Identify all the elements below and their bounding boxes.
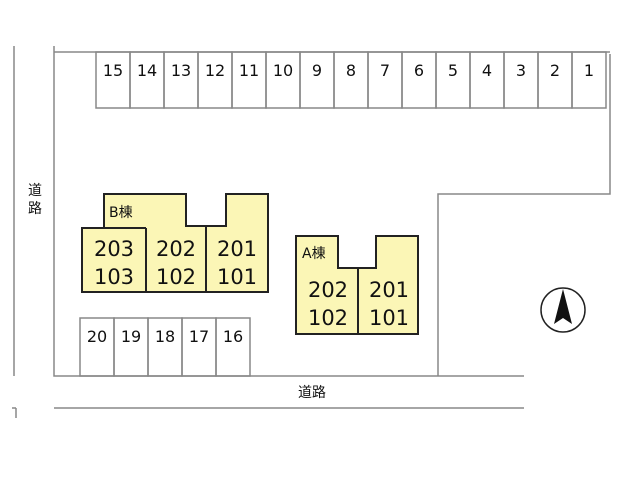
parking-number-5: 5 <box>448 61 458 80</box>
parking-number-12: 12 <box>205 61 225 80</box>
site-boundary-right <box>437 54 611 376</box>
parking-number-7: 7 <box>380 61 390 80</box>
parking-number-10: 10 <box>273 61 293 80</box>
building-b-label: B棟 <box>109 205 133 221</box>
unit-a-202: 202 <box>308 278 348 302</box>
parking-number-4: 4 <box>482 61 492 80</box>
parking-number-16: 16 <box>223 327 243 346</box>
unit-a-201: 201 <box>369 278 409 302</box>
parking-number-20: 20 <box>87 327 107 346</box>
site-boundary <box>53 46 524 377</box>
parking-number-11: 11 <box>239 61 259 80</box>
road-label-left-2: 路 <box>28 201 42 217</box>
parking-number-17: 17 <box>189 327 209 346</box>
parking-number-9: 9 <box>312 61 322 80</box>
parking-number-2: 2 <box>550 61 560 80</box>
unit-b-103: 103 <box>94 265 134 289</box>
parking-number-15: 15 <box>103 61 123 80</box>
parking-number-6: 6 <box>414 61 424 80</box>
unit-b-101: 101 <box>217 265 257 289</box>
building-a: A棟 202 201 102 101 <box>295 235 419 335</box>
north-arrow-icon <box>540 287 586 333</box>
unit-b-102: 102 <box>156 265 196 289</box>
unit-a-102: 102 <box>308 306 348 330</box>
parking-top-stall <box>571 51 607 109</box>
parking-row-bottom: 20 19 18 17 16 <box>79 317 251 377</box>
unit-b-203: 203 <box>94 237 134 261</box>
parking-number-1: 1 <box>584 61 594 80</box>
parking-bottom-stall <box>215 317 251 377</box>
parking-number-18: 18 <box>155 327 175 346</box>
building-b: B棟 203 202 201 103 102 101 <box>81 193 269 293</box>
parking-number-8: 8 <box>346 61 356 80</box>
unit-b-201: 201 <box>217 237 257 261</box>
parking-number-13: 13 <box>171 61 191 80</box>
parking-row-top: 15 14 13 12 11 10 9 8 7 6 5 4 3 2 1 <box>95 51 607 109</box>
parking-number-3: 3 <box>516 61 526 80</box>
road-label-left-1: 道 <box>28 183 42 199</box>
unit-a-101: 101 <box>369 306 409 330</box>
unit-b-202: 202 <box>156 237 196 261</box>
road-label-bottom: 道路 <box>298 385 326 401</box>
building-a-label: A棟 <box>302 246 326 262</box>
parking-number-19: 19 <box>121 327 141 346</box>
parking-number-14: 14 <box>137 61 157 80</box>
